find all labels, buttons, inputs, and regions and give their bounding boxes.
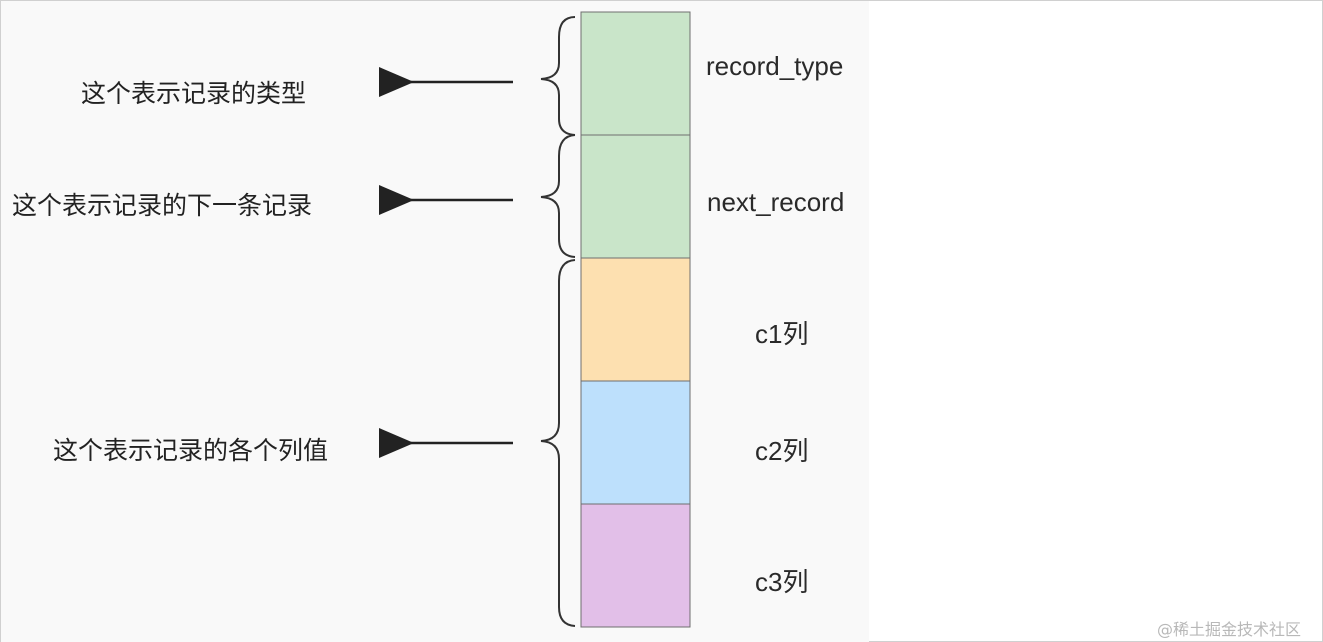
brace-column-values — [540, 259, 576, 627]
annotation-next-record: 这个表示记录的下一条记录 — [12, 191, 313, 220]
segment-c3 — [580, 503, 691, 628]
label-record-type: record_type — [706, 51, 844, 81]
segment-next-record — [580, 134, 691, 259]
watermark: @稀土掘金技术社区 — [1157, 620, 1302, 639]
annotation-column-values: 这个表示记录的各个列值 — [53, 436, 329, 465]
diagram-background — [1, 1, 869, 642]
segment-record-type — [580, 11, 691, 136]
label-c3: c3列 — [755, 567, 809, 597]
segment-c1 — [580, 257, 691, 382]
segment-c2 — [580, 380, 691, 505]
brace-next-record — [540, 134, 576, 258]
label-c1: c1列 — [755, 319, 809, 349]
annotation-record-type: 这个表示记录的类型 — [81, 79, 307, 108]
label-next-record: next_record — [707, 187, 845, 217]
brace-record-type — [540, 16, 576, 136]
label-c2: c2列 — [755, 436, 809, 466]
